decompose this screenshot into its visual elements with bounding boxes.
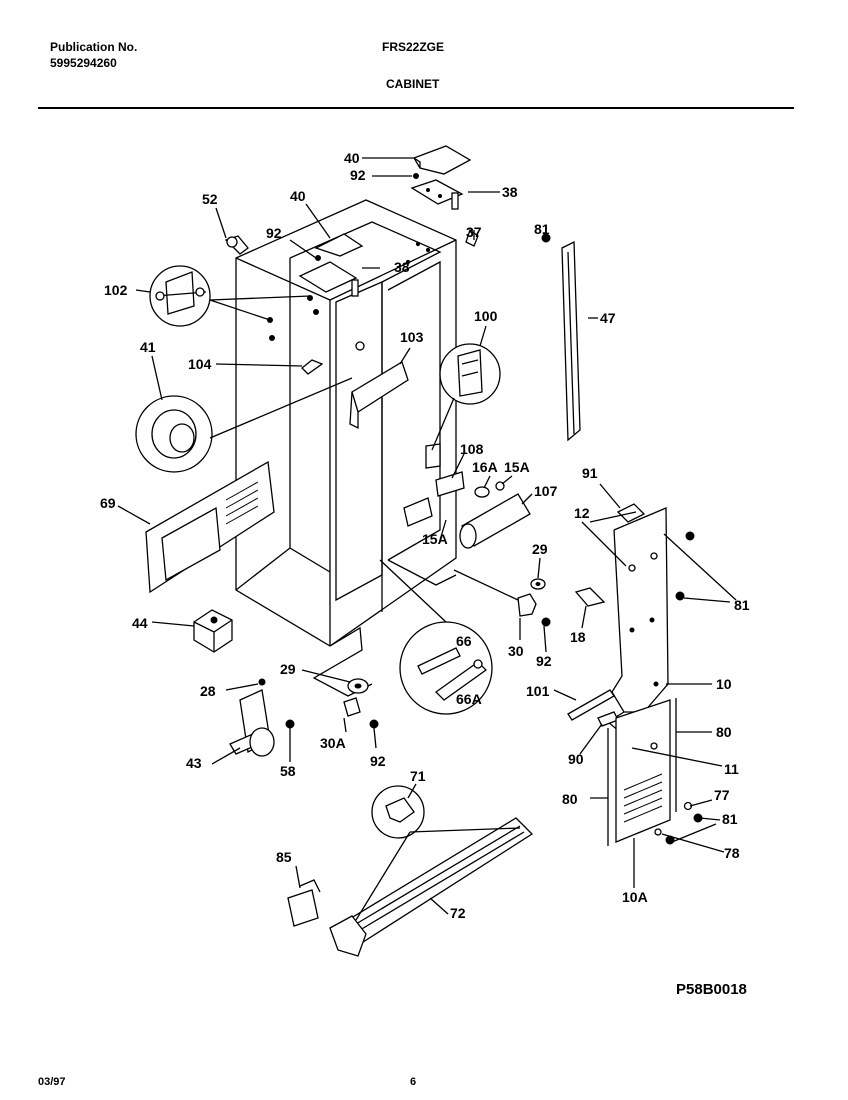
callout-92: 92 (536, 653, 552, 669)
callout-40: 40 (344, 150, 360, 166)
part-16a-15a (474, 481, 505, 498)
leader-lines (117, 157, 737, 921)
callout-81: 81 (734, 597, 750, 613)
lower-panel-10a (607, 698, 677, 846)
callout-92: 92 (370, 753, 386, 769)
callout-108: 108 (460, 441, 484, 457)
callout-81: 81 (722, 811, 738, 827)
screw-81-lower (675, 591, 685, 601)
callout-92: 92 (350, 167, 366, 183)
part-37 (465, 228, 479, 247)
part-15a-bracket (403, 497, 433, 527)
callout-15a: 15A (422, 531, 448, 547)
part-18 (574, 587, 606, 607)
callout-28: 28 (200, 683, 216, 699)
header-rule (38, 107, 794, 109)
diagram-code: P58B0018 (676, 981, 747, 998)
part-85 (287, 879, 321, 927)
detail-circle-102 (149, 265, 211, 327)
footer-date: 03/97 (38, 1076, 66, 1088)
callout-90: 90 (568, 751, 584, 767)
callout-30: 30 (508, 643, 524, 659)
callout-10a: 10A (622, 889, 648, 905)
callout-30a: 30A (320, 735, 346, 751)
bracket-30a (343, 697, 379, 729)
part-108 (425, 443, 465, 497)
toe-grille-72 (329, 817, 534, 957)
callout-81: 81 (534, 221, 550, 237)
part-44 (193, 609, 233, 653)
callout-29: 29 (280, 661, 296, 677)
part-101 (567, 689, 615, 721)
caster-assembly-43 (229, 678, 295, 757)
callout-72: 72 (450, 905, 466, 921)
callout-71: 71 (410, 768, 426, 784)
hinge-cover-top (413, 145, 472, 175)
callout-101: 101 (526, 683, 550, 699)
callout-85: 85 (276, 849, 292, 865)
cabinet-body (235, 199, 457, 697)
bracket-30 (517, 593, 551, 627)
callout-18: 18 (570, 629, 586, 645)
hinge-bracket-top (410, 173, 464, 210)
callout-102: 102 (104, 282, 128, 298)
callout-38: 38 (394, 259, 410, 275)
callout-10: 10 (716, 676, 732, 692)
callout-80: 80 (716, 724, 732, 740)
callout-52: 52 (202, 191, 218, 207)
callout-47: 47 (600, 310, 616, 326)
publication-number: 5995294260 (50, 56, 117, 70)
callout-92: 92 (266, 225, 282, 241)
page-number: 6 (410, 1076, 417, 1088)
callout-41: 41 (140, 339, 156, 355)
part-29-left (347, 678, 369, 694)
callout-44: 44 (132, 615, 148, 631)
part-29-right (530, 578, 546, 590)
panel-69 (145, 460, 275, 594)
callout-91: 91 (582, 465, 598, 481)
publication-label: Publication No. (50, 40, 138, 54)
part-107 (459, 493, 531, 549)
section-title: CABINET (386, 77, 440, 91)
callout-12: 12 (574, 505, 590, 521)
callout-100: 100 (474, 308, 498, 324)
callout-66: 66 (456, 633, 472, 649)
callout-38: 38 (502, 184, 518, 200)
detail-circle-71 (371, 785, 425, 839)
callout-107: 107 (534, 483, 558, 499)
callout-16a: 16A (472, 459, 498, 475)
callout-29: 29 (532, 541, 548, 557)
part-104 (301, 359, 324, 375)
callout-40: 40 (290, 188, 306, 204)
callout-15a: 15A (504, 459, 530, 475)
frame-10 (606, 507, 669, 733)
callout-77: 77 (714, 787, 730, 803)
part-103 (349, 341, 409, 430)
rail-47 (561, 240, 581, 442)
callout-11: 11 (724, 761, 739, 777)
callout-78: 78 (724, 845, 740, 861)
hinge-cover-left (314, 233, 364, 257)
callout-103: 103 (400, 329, 424, 345)
model-number: FRS22ZGE (382, 40, 445, 54)
detail-circle-100 (439, 343, 501, 405)
callout-66a: 66A (456, 691, 482, 707)
callout-43: 43 (186, 755, 202, 771)
callout-104: 104 (188, 356, 212, 372)
callout-37: 37 (466, 224, 482, 240)
part-52 (224, 235, 249, 255)
hinge-bracket-left (267, 255, 359, 341)
detail-circle-41 (135, 395, 213, 473)
callout-69: 69 (100, 495, 116, 511)
callout-80: 80 (562, 791, 578, 807)
part-90 (597, 711, 619, 727)
callout-58: 58 (280, 763, 296, 779)
detail-circle-66 (399, 621, 493, 715)
screw-81-upper (685, 531, 695, 541)
